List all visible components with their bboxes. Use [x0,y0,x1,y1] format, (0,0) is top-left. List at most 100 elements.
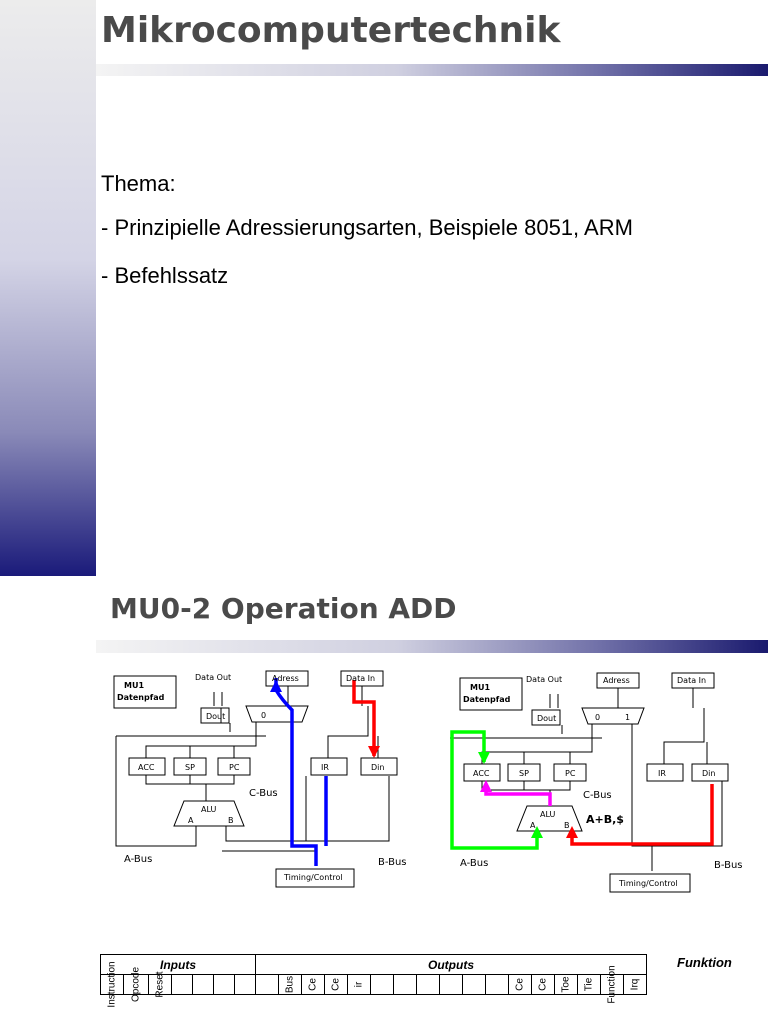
a-bus-label: A-Bus [460,858,488,869]
dout-label: Dout [537,714,556,723]
alu-operation-annotation: A+B,$ [586,813,624,826]
table-column-label: Tie [583,977,595,992]
table-column-label: Irq [629,978,641,991]
alu-b-label: B [564,821,570,830]
table-column-label: Function [606,965,618,1004]
table-column-header: Function [600,965,624,1004]
datapath-diagram-left: MU1 Datenpfad Data Out Adress Data In Do… [113,670,407,888]
b-bus-label: B-Bus [714,860,743,871]
table-column-label: Bus [284,975,296,994]
left-gradient-strip [0,0,96,576]
ir-register [310,757,348,776]
table-column-header: Irq [623,974,647,995]
table-column-header [234,974,256,995]
data-out-label: Data Out [526,675,562,684]
table-column-header: Ce [531,974,555,995]
table-column-header [255,974,279,995]
alu-label: ALU [540,810,556,819]
sp-label: SP [519,769,529,778]
slide-2: MU0-2 Operation ADD [0,576,768,1024]
datapath-title-box [459,677,523,711]
slide-title: Mikrocomputertechnik [101,10,561,51]
body-line-adressierung: - Prinzipielle Adressierungsarten, Beisp… [101,215,633,240]
dout-register [200,707,230,724]
control-signal-table: Inputs Outputs Instruction Opcode Reset Bus… [100,954,647,1008]
table-column-label: Reset [154,971,166,998]
datapath-title-line2: Datenpfad [117,693,165,702]
address-mux [581,707,645,725]
alu-a-label: A [188,816,194,825]
mux-0-label: 0 [261,711,266,720]
acc-label: ACC [138,763,155,772]
alu-label: ALU [201,805,217,814]
table-column-label: Opcode [130,966,142,1003]
table-column-header: Tie [577,974,601,995]
mux-1-label: 1 [625,713,630,722]
inputs-header: Inputs [100,954,256,975]
dout-register [531,709,561,726]
outputs-header: Outputs [255,954,647,975]
body-line-befehlssatz: - Befehlssatz [101,263,229,288]
table-column-header: Toe [554,974,578,995]
table-column-header: Ce [301,974,325,995]
acc-register [128,757,166,776]
alu-block [516,805,583,832]
a-bus-label: A-Bus [124,854,152,865]
c-bus-label: C-Bus [249,788,278,799]
slide-1: Mikrocomputertechnik Thema: - Prinzipiel… [0,0,768,576]
din-register [691,763,729,782]
timing-label: Timing/Control [618,879,678,888]
table-column-header [192,974,214,995]
table-column-header: ir [347,974,371,995]
slide-title: MU0-2 Operation ADD [110,592,457,625]
funktion-header: Funktion [677,955,732,970]
timing-label: Timing/Control [283,873,343,882]
adress-label: Adress [272,674,299,683]
table-column-header: Instruction [100,961,124,1008]
datapath-title-box [113,675,177,709]
table-column-header: Ce [508,974,532,995]
acc-label: ACC [473,769,490,778]
timing-control-box [609,873,691,893]
table-column-label: Instruction [106,961,118,1008]
dout-label: Dout [206,712,225,721]
datapath-diagram-right: MU1 Datenpfad Data Out Adress Data In Do… [450,672,743,893]
din-label: Din [702,769,715,778]
table-column-header [393,974,417,995]
title-gradient-bar [96,64,768,76]
adress-label: Adress [603,676,630,685]
table-column-header: Reset [148,971,172,998]
table-column-header [213,974,235,995]
c-bus-label: C-Bus [583,790,612,801]
sp-label: SP [185,763,195,772]
alu-b-label: B [228,816,234,825]
pc-label: PC [565,769,576,778]
datapath-title-line2: Datenpfad [463,695,511,704]
table-column-header [171,974,193,995]
table-column-label: Toe [560,976,572,993]
table-column-header [485,974,509,995]
adress-box [265,670,309,687]
table-column-header [462,974,486,995]
table-column-label: Ce [537,978,549,991]
timing-control-box [275,868,355,888]
datapath-title-line1: MU1 [124,681,144,690]
table-column-header: Bus [278,974,302,995]
table-column-label: Ce [514,978,526,991]
din-register [360,757,398,776]
ir-register [646,763,684,782]
alu-block [173,800,245,827]
din-label: Din [371,763,384,772]
title-gradient-bar [96,640,768,653]
table-column-label: Ce [330,978,342,991]
data-in-label: Data In [346,674,375,683]
address-mux [245,705,309,723]
table-column-header: Opcode [123,967,149,1002]
table-column-header [416,974,440,995]
table-column-header: Ce [324,974,348,995]
ir-label: IR [658,769,666,778]
data-in-label: Data In [677,676,706,685]
mux-0-label: 0 [595,713,600,722]
table-column-label: ir [353,981,365,988]
table-column-header [370,974,394,995]
